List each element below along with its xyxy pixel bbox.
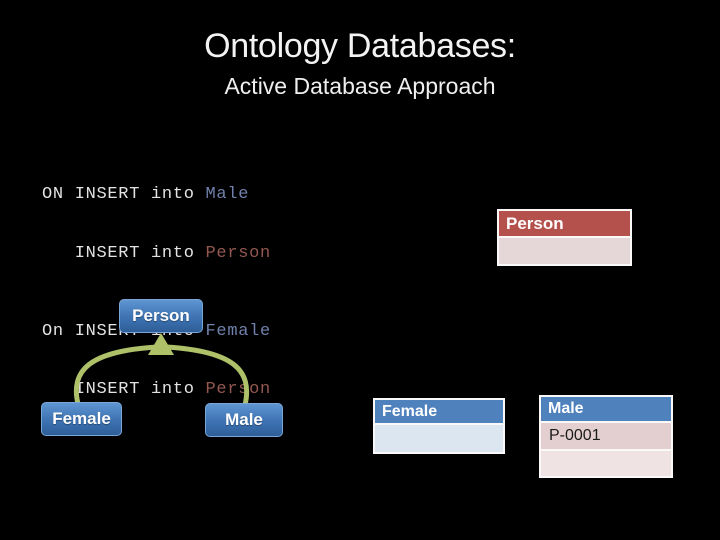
male-table-header: Male: [541, 397, 671, 423]
code-class-person: Person: [205, 243, 271, 263]
code-line-on-insert-male: ON INSERT into Male: [42, 185, 271, 205]
person-class-box: Person: [119, 299, 203, 333]
person-table-empty-row: [499, 238, 630, 264]
male-table-empty-row: [541, 451, 671, 476]
code-keyword-text: INSERT into: [42, 243, 206, 263]
trigger-code-block: ON INSERT into Male INSERT into Person O…: [42, 146, 271, 439]
female-class-box: Female: [41, 402, 122, 436]
code-class-female: Female: [205, 321, 271, 341]
female-class-label: Female: [52, 409, 111, 428]
male-table-row-p0001: P-0001: [541, 423, 671, 451]
code-class-person: Person: [205, 380, 271, 399]
slide-subtitle: Active Database Approach: [224, 73, 496, 99]
person-class-label: Person: [132, 306, 190, 325]
code-line-insert-person-1: INSERT into Person: [42, 244, 271, 264]
male-class-label: Male: [225, 410, 263, 429]
code-keyword-text: ON INSERT into: [42, 185, 206, 204]
female-table-empty-row: [375, 425, 503, 452]
male-table: Male P-0001: [539, 395, 673, 478]
female-table-header: Female: [375, 400, 503, 425]
code-line-insert-person-2: INSERT into Person: [42, 380, 271, 400]
person-table-header: Person: [499, 211, 630, 238]
male-class-box: Male: [205, 403, 283, 437]
code-keyword-text: INSERT into: [42, 380, 206, 399]
person-table: Person: [497, 209, 632, 266]
code-class-male: Male: [205, 185, 250, 204]
female-table: Female: [373, 398, 505, 454]
slide-title: Ontology Databases:: [204, 27, 516, 65]
